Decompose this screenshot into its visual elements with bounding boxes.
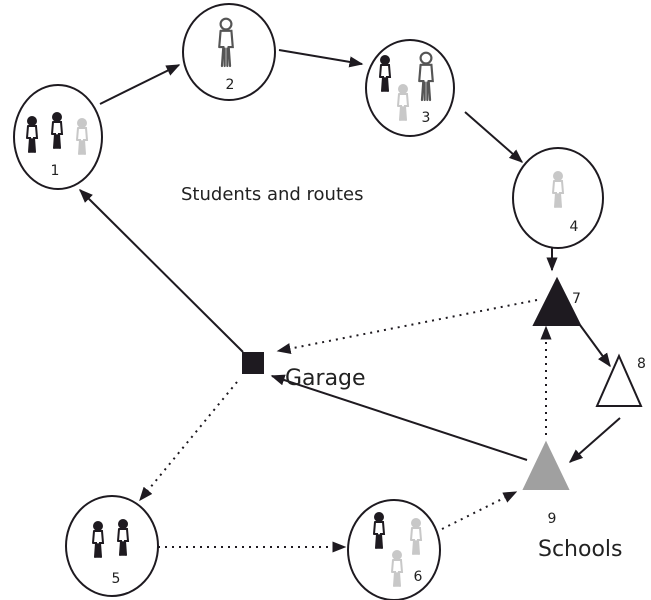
edge-7-8 [579, 324, 611, 368]
stop-5-label: 5 [112, 571, 121, 587]
edge-1-2 [99, 64, 181, 105]
stop-1: 1 [13, 84, 103, 190]
edge-garage-5 [139, 381, 238, 502]
edge-garage-1 [79, 189, 244, 353]
garage-square [242, 352, 264, 374]
stop-5: 5 [65, 495, 159, 597]
stop-4: 4 [512, 147, 604, 249]
school-8-label: 8 [637, 356, 646, 372]
school-9: 9 [522, 440, 570, 527]
diagram-title: Students and routes [181, 184, 363, 205]
school-7-label: 7 [572, 291, 581, 307]
garage-label: Garage [285, 366, 366, 391]
edge-2-3 [278, 49, 364, 68]
dotted-routes [139, 299, 552, 553]
edge-3-4 [464, 111, 524, 163]
stop-3: 3 [365, 39, 455, 137]
stop-2: 2 [182, 3, 276, 101]
edge-6-9 [441, 491, 518, 530]
garage: Garage [242, 352, 366, 391]
school-8: 8 [595, 353, 646, 407]
school-9-label: 9 [548, 511, 557, 527]
stop-6-label: 6 [414, 569, 423, 585]
edge-8-9 [568, 417, 621, 463]
edge-7-garage [276, 299, 538, 355]
stop-3-label: 3 [422, 110, 431, 126]
solid-routes [79, 49, 621, 463]
stop-1-label: 1 [51, 163, 60, 179]
stop-4-label: 4 [570, 219, 579, 235]
edge-9-garage [270, 374, 528, 461]
stop-2-label: 2 [226, 77, 235, 93]
stop-6: 6 [347, 499, 441, 600]
schools-label: Schools [538, 537, 623, 562]
school-7: 7 [532, 276, 582, 326]
